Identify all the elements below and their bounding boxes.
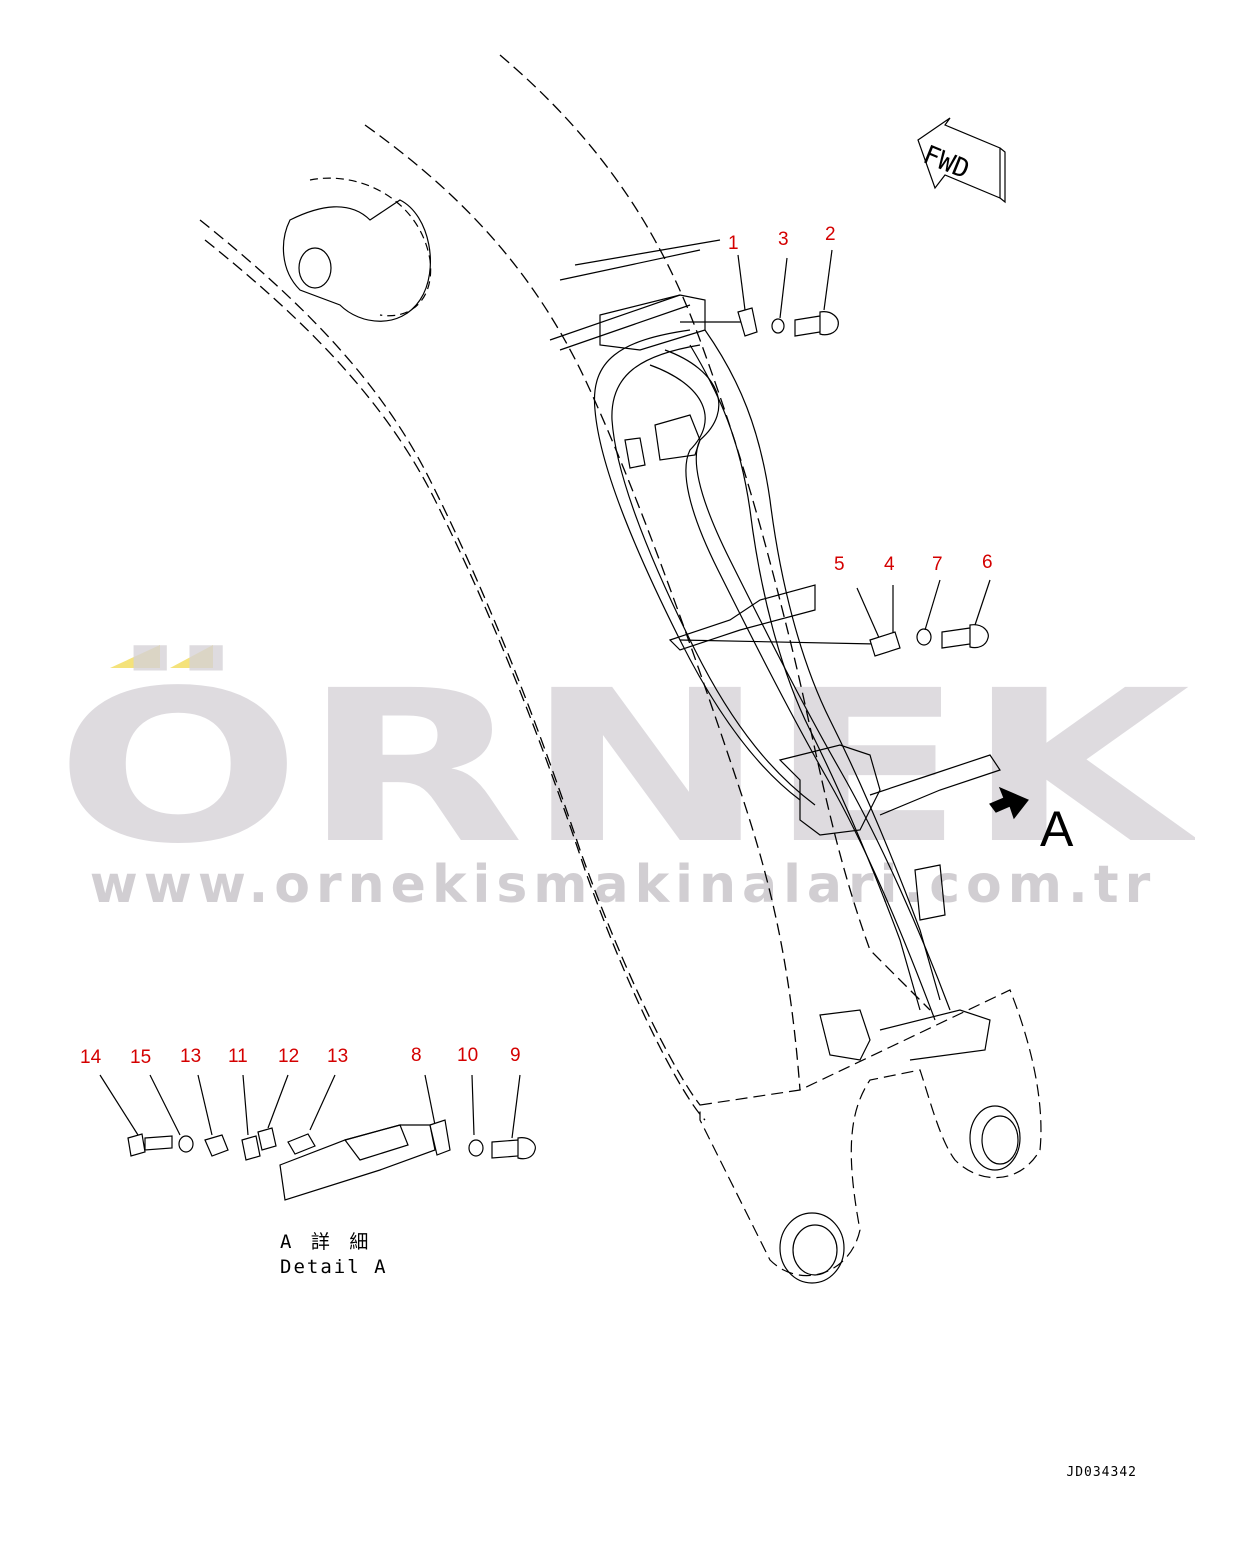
detail-caption-en: Detail A	[280, 1255, 388, 1278]
part-bushing-12	[257, 1127, 277, 1151]
callout-1: 1	[728, 233, 739, 254]
leader-15	[149, 1074, 181, 1136]
boom-outline-inner	[199, 219, 701, 1106]
detail-caption: A 詳 細 Detail A	[280, 1230, 388, 1279]
leader-13b	[309, 1074, 336, 1131]
boom-outline-outer	[499, 54, 931, 1011]
boom-outline-inner-2	[204, 239, 706, 1121]
part-bolt-14	[127, 1133, 173, 1157]
callout-13b: 13	[327, 1046, 349, 1067]
part-bolt-9	[491, 1137, 536, 1160]
callout-9: 9	[510, 1045, 521, 1066]
pipe-4	[649, 364, 936, 1021]
detail-caption-jp: A 詳 細	[280, 1231, 373, 1253]
callout-10: 10	[457, 1045, 479, 1066]
callout-15: 15	[130, 1047, 152, 1068]
pipe-5	[704, 329, 941, 1001]
watermark-logo-text: ÖRNEK	[55, 644, 1195, 855]
callout-7: 7	[932, 554, 943, 575]
leader-6	[974, 579, 991, 626]
leader-7	[924, 579, 941, 631]
lower-bracket	[819, 1009, 991, 1061]
callout-12: 12	[278, 1046, 300, 1067]
leader-14	[99, 1074, 139, 1136]
upper-clamp-block	[599, 294, 706, 351]
leader-13a	[197, 1074, 213, 1136]
document-id: JD034342	[1066, 1465, 1137, 1480]
watermark-logo: ÖRNEK	[55, 644, 1195, 855]
lower-clamp-assembly	[778, 744, 881, 836]
callout-6: 6	[982, 552, 993, 573]
boom-foot	[699, 989, 1042, 1277]
watermark-accent-left	[110, 645, 160, 668]
leader-3	[779, 257, 788, 319]
foot-pin-boss-right-inner	[981, 1115, 1019, 1165]
callout-5: 5	[834, 554, 845, 575]
callout-4: 4	[884, 554, 895, 575]
cylinder-bracket-flange	[309, 177, 432, 317]
part-washer-3	[771, 318, 785, 334]
callout-14: 14	[80, 1047, 102, 1068]
mid-clamp-plate	[624, 437, 646, 469]
pipe-2	[611, 344, 816, 806]
detail-plate-bracket	[343, 1124, 409, 1161]
guide-line-mid	[679, 639, 877, 645]
leader-8	[424, 1074, 436, 1126]
pipe-1	[593, 329, 801, 801]
part-clamp-8	[429, 1119, 451, 1156]
cylinder-bracket	[282, 199, 431, 322]
leader-9	[511, 1074, 521, 1139]
callout-2: 2	[825, 224, 836, 245]
foot-pin-boss-right	[969, 1105, 1021, 1171]
part-washer-15	[178, 1135, 194, 1153]
part-clamp-4	[869, 631, 901, 657]
part-spacer-13b	[287, 1133, 316, 1155]
view-marker-label: A	[1040, 801, 1074, 857]
fwd-tag	[917, 117, 1006, 204]
foot-pin-boss-left-inner	[792, 1224, 838, 1276]
part-bolt-6	[941, 624, 989, 649]
boom-outline-outer-2	[364, 124, 801, 1091]
callout-13a: 13	[180, 1046, 202, 1067]
callout-3: 3	[778, 229, 789, 250]
leader-5	[856, 587, 881, 641]
cylinder-pin-hole	[298, 247, 332, 289]
leader-10	[471, 1074, 475, 1136]
watermark-accent-right	[170, 645, 213, 668]
watermark-url: www.ornekismakinalari.com.tr	[89, 855, 1157, 915]
part-washer-7	[916, 628, 932, 646]
leader-12	[267, 1074, 289, 1129]
part-washer-10	[468, 1139, 484, 1157]
leader-2	[823, 249, 833, 311]
view-arrow	[989, 786, 1029, 820]
part-nut-11	[241, 1135, 261, 1161]
pipe-6	[689, 344, 921, 1011]
callout-8: 8	[411, 1045, 422, 1066]
part-spacer-13a	[204, 1134, 229, 1157]
upper-flange-plates	[549, 239, 721, 351]
pipe-3	[664, 349, 951, 1011]
mid-clamp-block	[654, 414, 701, 461]
callout-11: 11	[228, 1046, 248, 1067]
foot-pin-boss-left	[779, 1212, 845, 1284]
lower-side-plate	[914, 864, 946, 921]
leader-11	[242, 1074, 249, 1136]
lower-pipe-end	[869, 754, 1001, 816]
leader-1	[737, 254, 746, 311]
part-bolt-2	[794, 311, 839, 337]
part-clamp-1	[737, 307, 758, 337]
center-clamp-plates	[668, 584, 816, 651]
